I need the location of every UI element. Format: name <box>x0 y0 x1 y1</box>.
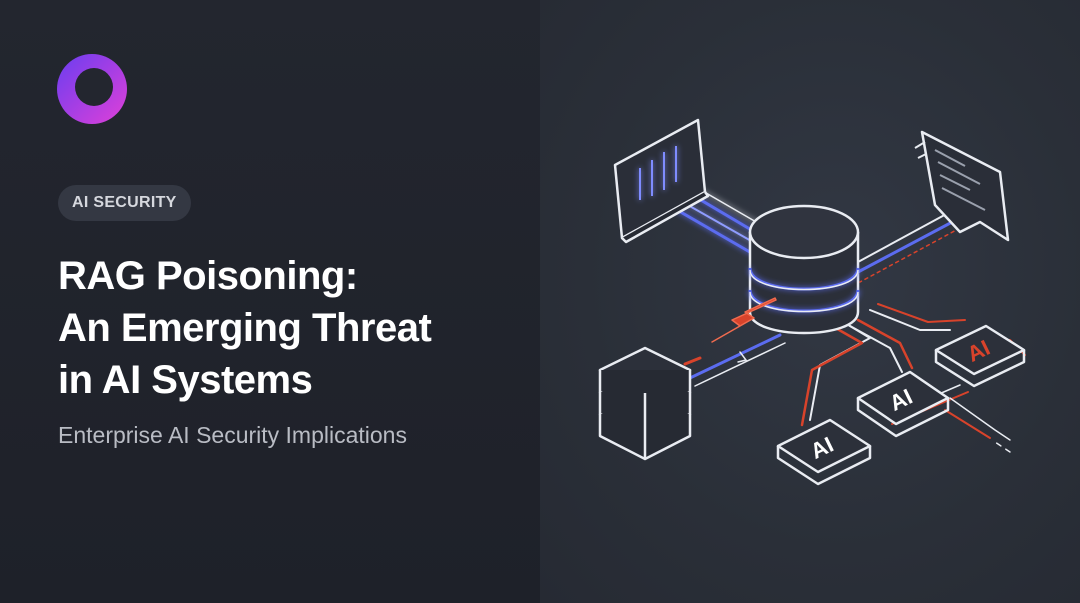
ai-node: AI <box>856 370 950 438</box>
server-link-lines <box>688 333 786 387</box>
ai-node: AI <box>934 324 1026 388</box>
page-title: RAG Poisoning: An Emerging Threat in AI … <box>58 250 518 406</box>
network-illustration: AI AI AI <box>598 118 1026 486</box>
chat-link-lines <box>856 211 961 283</box>
illustration-panel: AI AI AI <box>540 0 1080 603</box>
monitor-icon <box>613 118 710 244</box>
chat-bubble-icon <box>914 130 1010 242</box>
database-icon <box>748 204 860 335</box>
title-line: An Emerging Threat <box>58 306 432 350</box>
server-stack-icon <box>598 346 692 461</box>
title-line: RAG Poisoning: <box>58 254 358 298</box>
lightning-bolt-icon <box>711 297 777 343</box>
left-panel: AI SECURITY RAG Poisoning: An Emerging T… <box>0 0 540 603</box>
ring-logo-icon <box>57 54 127 124</box>
title-line: in AI Systems <box>58 358 313 402</box>
category-tag: AI SECURITY <box>58 185 191 221</box>
page-subtitle: Enterprise AI Security Implications <box>58 422 407 448</box>
red-dash <box>683 356 702 366</box>
ai-node: AI <box>776 418 872 486</box>
